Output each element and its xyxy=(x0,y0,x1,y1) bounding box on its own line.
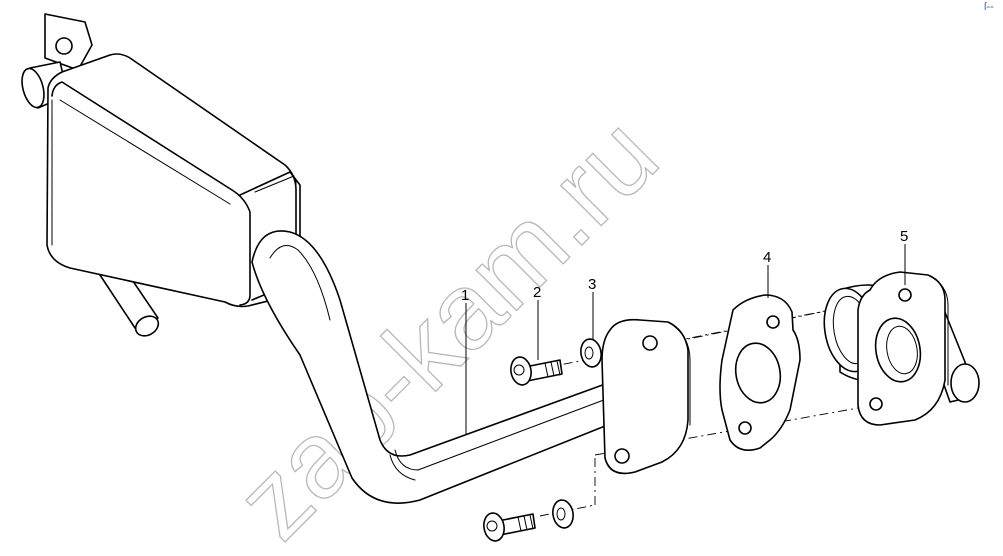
flange-fitting xyxy=(823,271,980,426)
callout-4: 4 xyxy=(763,249,771,266)
tube-with-flange xyxy=(251,230,691,504)
callout-2: 2 xyxy=(533,284,541,301)
washer-upper xyxy=(580,338,602,368)
callout-3: 3 xyxy=(588,276,596,293)
leader-lines xyxy=(465,244,906,435)
callout-5: 5 xyxy=(900,228,908,245)
washer-lower xyxy=(552,499,574,529)
gasket xyxy=(719,294,801,451)
screw-lower xyxy=(483,512,536,542)
canister xyxy=(21,13,301,337)
corner-mark: ſ-- xyxy=(984,1,994,13)
screw-upper xyxy=(510,356,563,386)
callouts: 1 2 3 4 5 xyxy=(461,228,908,304)
callout-1: 1 xyxy=(461,287,469,304)
